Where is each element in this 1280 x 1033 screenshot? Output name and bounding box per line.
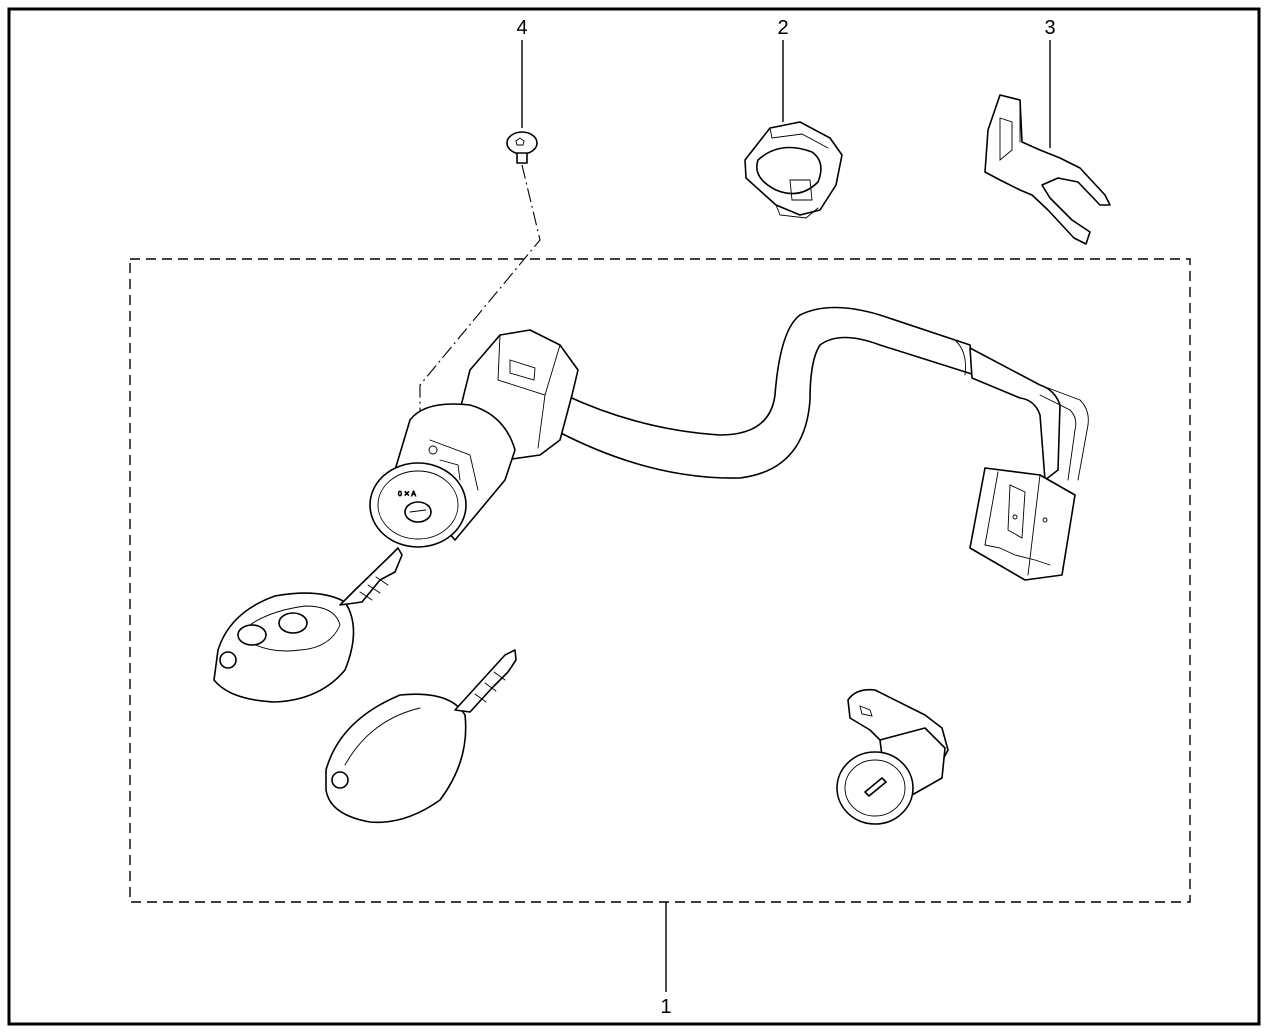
ignition-cylinder: 0 ✕ A (369, 329, 579, 548)
screw-part (506, 131, 538, 164)
remote-key-fob (213, 547, 403, 703)
kit-boundary (129, 258, 1191, 903)
cable (554, 306, 976, 479)
door-lock-cylinder (836, 688, 949, 825)
plain-key (325, 649, 517, 824)
callout-2-label: 2 (777, 17, 788, 39)
clip-part (744, 121, 843, 219)
electrical-connector (969, 467, 1076, 581)
wire-bundle (969, 347, 1061, 481)
callout-1-label: 1 (660, 996, 671, 1018)
callout-3-label: 3 (1044, 17, 1055, 39)
bracket-part (984, 94, 1111, 245)
ignition-lock-kit: 0 ✕ A (213, 306, 1089, 825)
callout-4-label: 4 (516, 17, 527, 39)
outer-frame (7, 7, 1261, 1026)
svg-text:0 ✕ A: 0 ✕ A (398, 491, 416, 498)
